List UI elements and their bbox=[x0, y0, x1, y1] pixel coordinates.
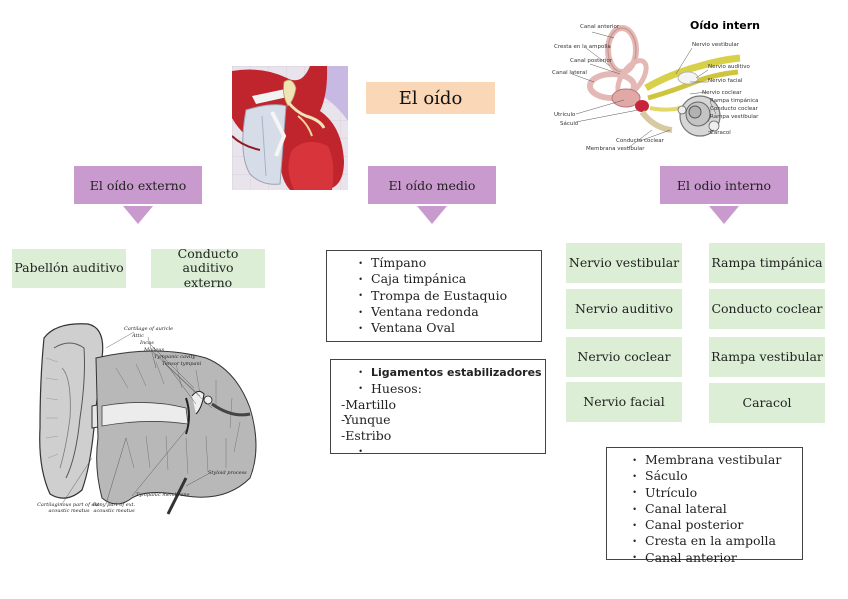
label-nervio-coclear: Nervio coclear bbox=[702, 90, 742, 96]
bullet-icon: • bbox=[358, 258, 363, 268]
box-rampa-timpanica: Rampa timpánica bbox=[709, 243, 825, 283]
bullet-icon: • bbox=[358, 275, 363, 284]
list-item: •Cresta en la ampolla bbox=[621, 533, 802, 549]
list-item: •Trompa de Eustaquio bbox=[347, 288, 541, 304]
arrow-down-icon bbox=[123, 206, 153, 224]
list-item: •Huesos: bbox=[341, 381, 545, 397]
label-incus: Incus bbox=[139, 340, 154, 346]
label-bony-part: Bony part of ext. acoustic meatus bbox=[92, 502, 136, 514]
bullet-icon: • bbox=[632, 488, 637, 498]
bullet-icon: • bbox=[358, 384, 363, 394]
label-canal-anterior: Canal anterior bbox=[580, 24, 620, 30]
label-tensor-tympani: Tensor tympani bbox=[162, 361, 202, 367]
box-nervio-vestibular: Nervio vestibular bbox=[566, 243, 682, 283]
label-caracol: Caracol bbox=[710, 130, 731, 136]
section-header-internal: El odio interno bbox=[660, 166, 788, 204]
label-nervio-auditivo: Nervio auditivo bbox=[708, 64, 750, 70]
arrow-down-icon bbox=[709, 206, 739, 224]
list-item: •Tímpano bbox=[347, 255, 541, 271]
list-item: •Ventana redonda bbox=[347, 304, 541, 320]
box-nervio-coclear: Nervio coclear bbox=[566, 337, 682, 377]
label-conducto-coclear-bottom: Conducto coclear bbox=[616, 138, 665, 144]
section-header-middle: El oído medio bbox=[368, 166, 496, 204]
page-title: El oído bbox=[366, 82, 495, 114]
box-pabellon-auditivo: Pabellón auditivo bbox=[12, 249, 126, 288]
box-nervio-facial: Nervio facial bbox=[566, 382, 682, 422]
bullet-icon: • bbox=[632, 455, 637, 465]
section-header-external: El oído externo bbox=[74, 166, 202, 204]
list-item: -Estribo bbox=[341, 427, 392, 443]
label-attic: Attic bbox=[131, 333, 144, 339]
label-rampa-vestibular: Rampa vestibular bbox=[710, 114, 759, 120]
inner-ear-figure: Oído interno bbox=[550, 18, 768, 158]
list-item: •Ventana Oval bbox=[347, 320, 541, 336]
label-nervio-facial: Nervio facial bbox=[708, 78, 743, 84]
ear-anatomy-figure: Cartilage of auricle Attic Incus Malleus… bbox=[36, 318, 264, 528]
label-tympanic-cavity: Tympanic cavity bbox=[154, 354, 196, 360]
bullet-icon: • bbox=[358, 323, 363, 333]
box-conducto-auditivo-externo: Conducto auditivo externo bbox=[151, 246, 265, 289]
box-conducto-coclear: Conducto coclear bbox=[709, 289, 825, 329]
bullet-icon: • bbox=[358, 447, 363, 456]
list-item: •Canal lateral bbox=[621, 501, 802, 517]
label-cartilaginous-part: Cartilaginous part of ext. acoustic meat… bbox=[37, 502, 101, 514]
bullet-icon: • bbox=[632, 537, 637, 546]
label-tympanic-membrane: Tympanic membrane bbox=[136, 492, 190, 498]
label-malleus: Malleus bbox=[143, 347, 164, 353]
list-item: •Utrículo bbox=[621, 485, 802, 501]
list-item: •Canal anterior bbox=[621, 550, 802, 566]
box-rampa-vestibular: Rampa vestibular bbox=[709, 337, 825, 377]
label-cartilage-of-auricle: Cartilage of auricle bbox=[124, 326, 173, 332]
ossicles-list-box: •Ligamentos estabilizadores •Huesos: -Ma… bbox=[330, 359, 546, 456]
list-item: •Caja timpánica bbox=[347, 271, 541, 287]
inner-ear-list-box: •Membrana vestibular •Sáculo •Utrículo •… bbox=[606, 447, 803, 565]
box-caracol: Caracol bbox=[709, 383, 825, 423]
label-saculo: Sáculo bbox=[560, 120, 579, 127]
box-nervio-auditivo: Nervio auditivo bbox=[566, 289, 682, 329]
label-utriculo: Utrículo bbox=[554, 111, 576, 118]
middle-ear-list-box: •Tímpano •Caja timpánica •Trompa de Eust… bbox=[326, 250, 542, 342]
list-item: -Yunque bbox=[341, 412, 391, 428]
bullet-icon: • bbox=[632, 504, 637, 514]
bullet-icon: • bbox=[632, 520, 637, 530]
bullet-icon: • bbox=[358, 307, 363, 317]
label-styloid-process: Styloid process bbox=[208, 470, 247, 476]
bullet-icon: • bbox=[632, 553, 637, 563]
middle-ear-illustration bbox=[232, 66, 348, 190]
label-membrana-vestibular: Membrana vestibular bbox=[586, 146, 645, 152]
list-item: •Membrana vestibular bbox=[621, 452, 802, 468]
bullet-icon: • bbox=[358, 367, 363, 377]
label-canal-posterior: Canal posterior bbox=[570, 58, 613, 64]
list-item: • bbox=[341, 443, 545, 459]
arrow-down-icon bbox=[417, 206, 447, 224]
label-cresta-ampolla: Cresta en la ampolla bbox=[554, 44, 611, 50]
label-rampa-timpanica: Rampa timpánica bbox=[710, 97, 758, 104]
bullet-icon: • bbox=[632, 472, 637, 481]
label-canal-lateral: Canal lateral bbox=[552, 70, 587, 76]
list-item: •Sáculo bbox=[621, 468, 802, 484]
list-item: •Ligamentos estabilizadores bbox=[341, 364, 545, 381]
list-item: •Canal posterior bbox=[621, 517, 802, 533]
inner-ear-figure-title: Oído interno bbox=[690, 19, 760, 32]
label-nervio-vestibular: Nervio vestibular bbox=[692, 42, 740, 48]
bullet-icon: • bbox=[358, 291, 363, 301]
label-conducto-coclear: Conducto coclear bbox=[710, 106, 759, 112]
list-item: -Martillo bbox=[341, 396, 396, 412]
